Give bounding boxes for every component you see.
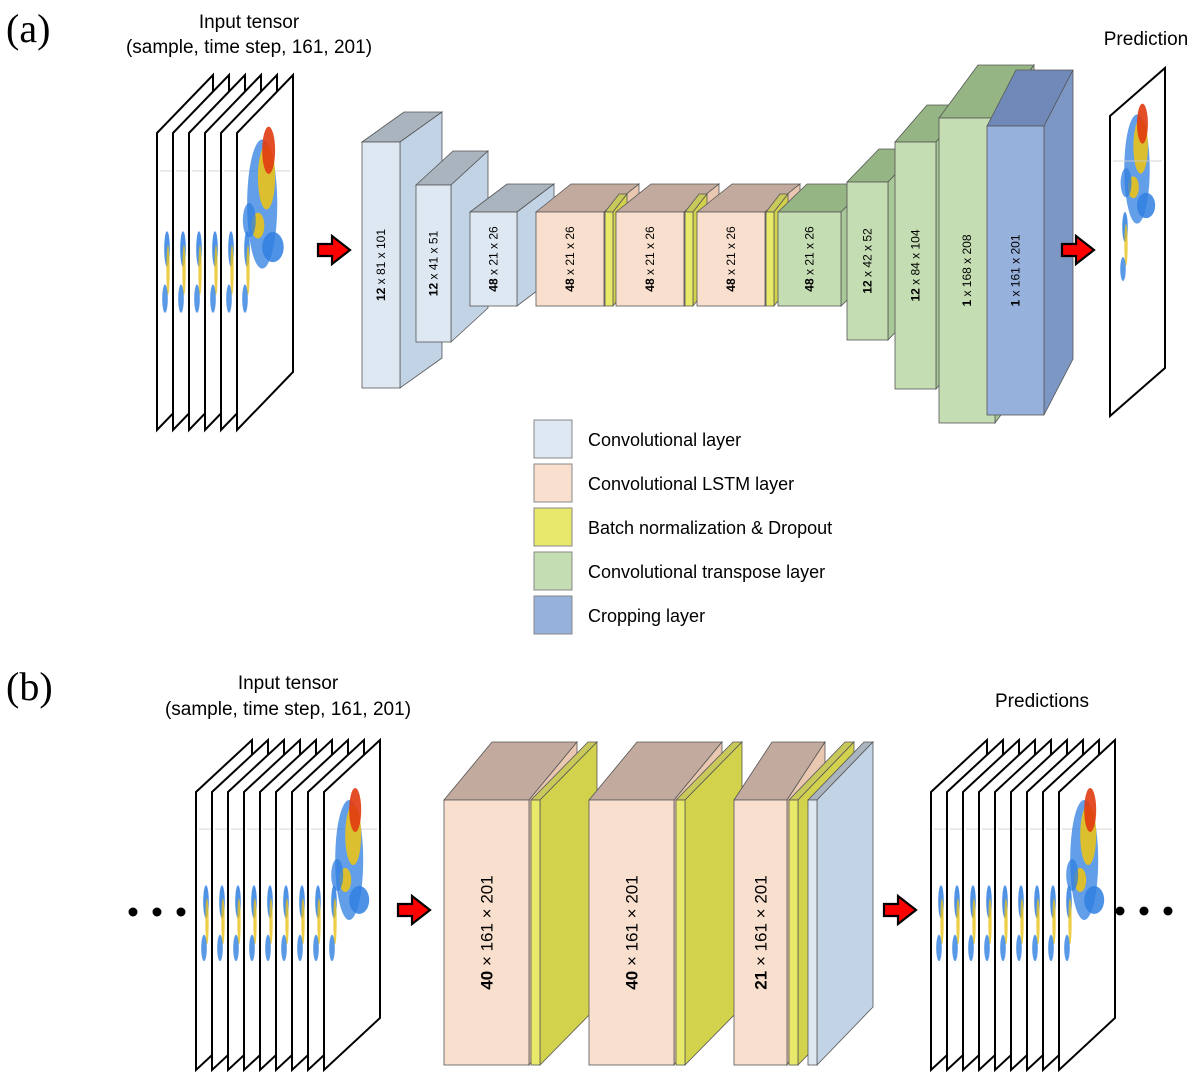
panel-b-layer-lstm-3-front-face <box>588 799 675 1066</box>
panel-b-output-frames <box>930 737 1116 1073</box>
panel-a-layer-tconv-12-front-face <box>894 141 937 390</box>
panel-a-input-subtitle: (sample, time step, 161, 201) <box>126 37 372 58</box>
panel-a-layer-crop-14-side-face <box>1043 69 1074 416</box>
panel-a-layer-crop-14-front-face <box>986 125 1045 416</box>
panel-b-input-frames <box>195 737 381 1073</box>
panel-a-layer-lstm-4-dims-label: 48 x 21 x 26 <box>563 226 577 292</box>
panel-a-input-frames <box>156 72 294 433</box>
panel-a-layer-tconv-10-dims-label: 48 x 21 x 26 <box>803 226 817 292</box>
panel-a-output-arrow-icon <box>1060 233 1096 267</box>
panel-a-layer-lstm-8-dims-label: 48 x 21 x 26 <box>724 226 738 292</box>
panel-a-layer-tconv-11-dims-label: 12 x 42 x 52 <box>861 228 875 294</box>
panel-b-input-subtitle: (sample, time step, 161, 201) <box>165 699 411 720</box>
panel-b-input-title: Input tensor <box>238 673 339 694</box>
legend-label-tconv: Convolutional transpose layer <box>588 562 825 582</box>
panel-a-input-title: Input tensor <box>199 12 300 33</box>
ellipsis-left <box>128 907 186 917</box>
panel-b-output-arrow-icon <box>882 893 918 927</box>
legend-item-tconv: Convolutional transpose layer <box>533 551 825 591</box>
panel-a-layer-tconv-11-front-face <box>846 181 889 341</box>
legend-swatch-bn <box>533 507 573 547</box>
panel-a-input-arrow-icon <box>316 233 352 267</box>
panel-b-layer-lstm-3-dims-label: 40 × 161 × 201 <box>622 875 641 989</box>
panel-a-layer-tconv-12-dims-label: 12 x 84 x 104 <box>909 229 923 301</box>
panel-b-layer-bn-6-front-face <box>788 799 799 1066</box>
panel-b-layer-lstm-1-front-face <box>443 799 530 1066</box>
legend-item-lstm: Convolutional LSTM layer <box>533 463 794 503</box>
panel-b-layer-bn-4-front-face <box>675 799 686 1066</box>
legend-label-lstm: Convolutional LSTM layer <box>588 474 794 494</box>
panel-a-layer-tconv-10-front-face <box>777 211 842 307</box>
legend-item-bn: Batch normalization & Dropout <box>533 507 832 547</box>
panel-b-layer-bn-4 <box>675 741 743 1066</box>
panel-b-layer-bn-2-front-face <box>530 799 541 1066</box>
panel-a-layer-tconv-13-dims-label: 1 x 168 x 208 <box>960 234 974 306</box>
panel-a-layer-conv-3-front-face <box>469 211 518 307</box>
panel-b-layer-lstm-5-dims-label: 21 × 161 × 201 <box>751 875 770 989</box>
panel-a-layer-conv-3-dims-label: 48 x 21 x 26 <box>487 226 501 292</box>
panel-a-output-title: Prediction <box>1104 29 1189 50</box>
panel-b-output-title: Predictions <box>995 691 1089 712</box>
panel-a-label: (a) <box>6 6 50 51</box>
panel-b-layer-lstm-5-front-face <box>733 799 788 1066</box>
panel-b-layer-lstm-1-dims-label: 40 × 161 × 201 <box>477 875 496 989</box>
panel-a-layer-lstm-6-front-face <box>615 211 685 307</box>
legend-swatch-conv <box>533 419 573 459</box>
panel-a-layer-bn-7-front-face <box>684 211 694 307</box>
panel-a-layer-conv-1-dims-label: 12 x 81 x 101 <box>374 229 388 301</box>
panel-b-input-arrow-icon <box>396 893 432 927</box>
legend-item-conv: Convolutional layer <box>533 419 741 459</box>
panel-a-layer-bn-9-front-face <box>765 211 775 307</box>
legend-swatch-crop <box>533 595 573 635</box>
panel-a-layer-conv-1-front-face <box>361 141 401 389</box>
ellipsis-right <box>1115 906 1173 916</box>
legend-label-bn: Batch normalization & Dropout <box>588 518 832 538</box>
panel-b-layer-bn-2 <box>530 741 598 1066</box>
panel-a-layer-conv-2-dims-label: 12 x 41 x 51 <box>427 230 441 296</box>
panel-a-layer-conv-2-front-face <box>415 184 452 343</box>
panel-a-layer-crop-14: 1 x 161 x 201 <box>986 69 1074 416</box>
legend-label-conv: Convolutional layer <box>588 430 741 450</box>
panel-a-layer-tconv-13-front-face <box>938 117 996 424</box>
legend-swatch-tconv <box>533 551 573 591</box>
panel-b-layer-conv-7 <box>807 741 874 1066</box>
legend-label-crop: Cropping layer <box>588 606 705 626</box>
panel-a-prediction-frame <box>1109 65 1166 419</box>
legend-swatch-lstm <box>533 463 573 503</box>
panel-a-layer-crop-14-dims-label: 1 x 161 x 201 <box>1009 234 1023 306</box>
panel-a-layer-lstm-6-dims-label: 48 x 21 x 26 <box>643 226 657 292</box>
panel-a-layer-lstm-4-front-face <box>535 211 605 307</box>
panel-b-layer-conv-7-front-face <box>807 799 818 1066</box>
legend-item-crop: Cropping layer <box>533 595 705 635</box>
panel-b-label: (b) <box>6 664 53 709</box>
panel-a-layer-lstm-8-front-face <box>696 211 766 307</box>
panel-a-layer-bn-5-front-face <box>604 211 614 307</box>
